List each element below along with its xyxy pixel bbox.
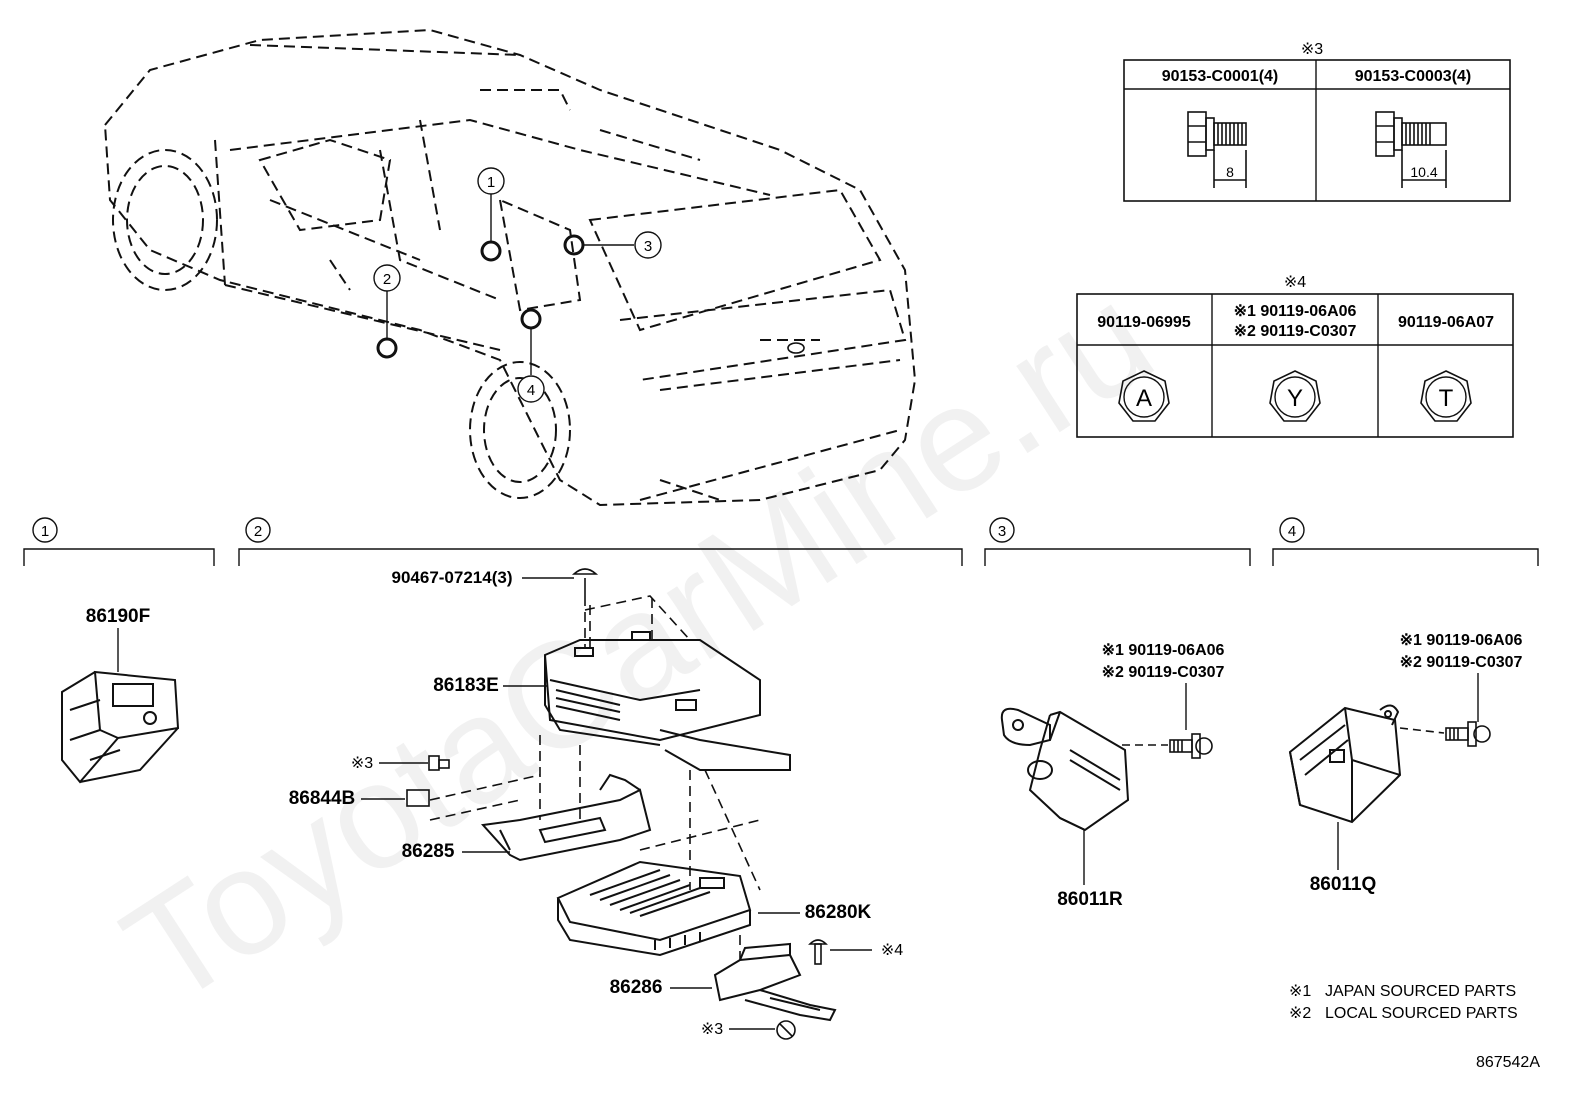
svg-text:3: 3 — [998, 523, 1006, 540]
nut-col3: 90119-06A07 — [1398, 314, 1494, 331]
diagram-id: 867542A — [1476, 1054, 1540, 1071]
svg-text:4: 4 — [527, 382, 535, 399]
part-86011r-label: 86011R — [1057, 889, 1123, 910]
legend-text-2: LOCAL SOURCED PARTS — [1325, 1005, 1518, 1022]
bolt-note-4-line1: ※1 90119-06A06 — [1400, 632, 1523, 649]
amplifier-86280k-drawing — [556, 860, 752, 957]
section-callout-3: 3 — [989, 517, 1015, 543]
bolt-header-1: 90153-C0001(4) — [1162, 68, 1279, 85]
cover-86183e-drawing — [543, 631, 791, 771]
part-86280k-label: 86280K — [805, 902, 872, 923]
svg-text:1: 1 — [487, 174, 495, 191]
sensor-86011r-drawing — [1000, 707, 1130, 832]
nut-col2-line1: ※1 90119-06A06 — [1234, 303, 1357, 320]
bolt-dim-2: 10.4 — [1410, 164, 1437, 180]
svg-text:A: A — [1136, 385, 1152, 412]
bolt-3-lower-icon — [776, 1020, 796, 1040]
assembly-dashed-guides — [429, 595, 761, 960]
bolt-86011q-icon — [1445, 721, 1491, 747]
car-callout-4: 4 — [517, 375, 545, 403]
clip-86844b-icon — [406, 789, 430, 807]
watermark: ToyotaCarMine.ru — [96, 251, 1180, 1037]
bolt-header-2: 90153-C0003(4) — [1355, 68, 1472, 85]
car-emblem — [787, 342, 805, 354]
callout-leaders — [386, 194, 634, 375]
nut-table: ※4 90119-06995 ※1 90119-06A06 ※2 90119-C… — [1076, 274, 1514, 438]
svg-text:Y: Y — [1287, 385, 1303, 412]
legend-text-1: JAPAN SOURCED PARTS — [1325, 983, 1516, 1000]
bolt-3-upper-icon — [428, 755, 450, 771]
part-86286-label: 86286 — [610, 977, 663, 998]
section-brackets — [23, 548, 1539, 566]
bolt-86011r-icon — [1169, 733, 1213, 759]
mark-4-label: ※4 — [881, 942, 903, 959]
section-callout-4: 4 — [1279, 517, 1305, 543]
bolt-dim-1: 8 — [1226, 164, 1234, 180]
part-86183e-label: 86183E — [433, 675, 499, 696]
svg-text:T: T — [1439, 385, 1454, 412]
svg-text:1: 1 — [41, 523, 49, 540]
svg-text:4: 4 — [1288, 523, 1296, 540]
nut-a-icon: A — [1118, 370, 1170, 422]
svg-text:3: 3 — [644, 238, 652, 255]
nut-t-icon: T — [1420, 370, 1472, 422]
part-90467-label: 90467-07214(3) — [392, 568, 513, 587]
flange-bolt-short-icon — [1187, 111, 1247, 188]
car-callout-3: 3 — [634, 231, 662, 259]
svg-text:2: 2 — [254, 523, 262, 540]
bolt-note-3-line1: ※1 90119-06A06 — [1102, 642, 1225, 659]
screw-90467-icon — [571, 568, 599, 596]
bracket-86286-drawing — [713, 942, 837, 1022]
section-callout-2: 2 — [245, 517, 271, 543]
bolt-table-title: ※3 — [1301, 41, 1323, 58]
mark-3-upper-label: ※3 — [351, 755, 373, 772]
legend-mark-1: ※1 — [1289, 983, 1311, 1000]
legend-mark-2: ※2 — [1289, 1005, 1311, 1022]
sensor-86011q-drawing — [1288, 704, 1402, 824]
flange-bolt-long-icon — [1375, 111, 1447, 188]
bolt-note-4-line2: ※2 90119-C0307 — [1400, 654, 1523, 671]
part-86011q-label: 86011Q — [1310, 874, 1377, 895]
car-callout-2: 2 — [373, 264, 401, 292]
bolt-note-3-line2: ※2 90119-C0307 — [1102, 664, 1225, 681]
mark-3-lower-label: ※3 — [701, 1021, 723, 1038]
switch-86190f-drawing — [61, 670, 180, 784]
nut-col2-line2: ※2 90119-C0307 — [1234, 323, 1357, 340]
car-wheels — [112, 149, 571, 499]
bolt-4-icon — [808, 939, 828, 965]
nut-col1: 90119-06995 — [1097, 314, 1191, 331]
svg-text:2: 2 — [383, 271, 391, 288]
legend: ※1 JAPAN SOURCED PARTS ※2 LOCAL SOURCED … — [1289, 983, 1518, 1022]
nut-table-title: ※4 — [1284, 274, 1306, 291]
bolt-table: ※3 90153-C0001(4) 90153-C0003(4) 8 10.4 — [1123, 41, 1511, 202]
location-markers — [376, 234, 585, 359]
part-86190f-label: 86190F — [86, 606, 150, 627]
bracket-86285-drawing — [480, 773, 652, 862]
part-86285-label: 86285 — [402, 841, 455, 862]
section-callout-1: 1 — [32, 517, 58, 543]
car-callout-1: 1 — [477, 167, 505, 195]
nut-y-icon: Y — [1269, 370, 1321, 422]
part-86844b-label: 86844B — [289, 788, 356, 809]
car-outline — [103, 28, 917, 507]
